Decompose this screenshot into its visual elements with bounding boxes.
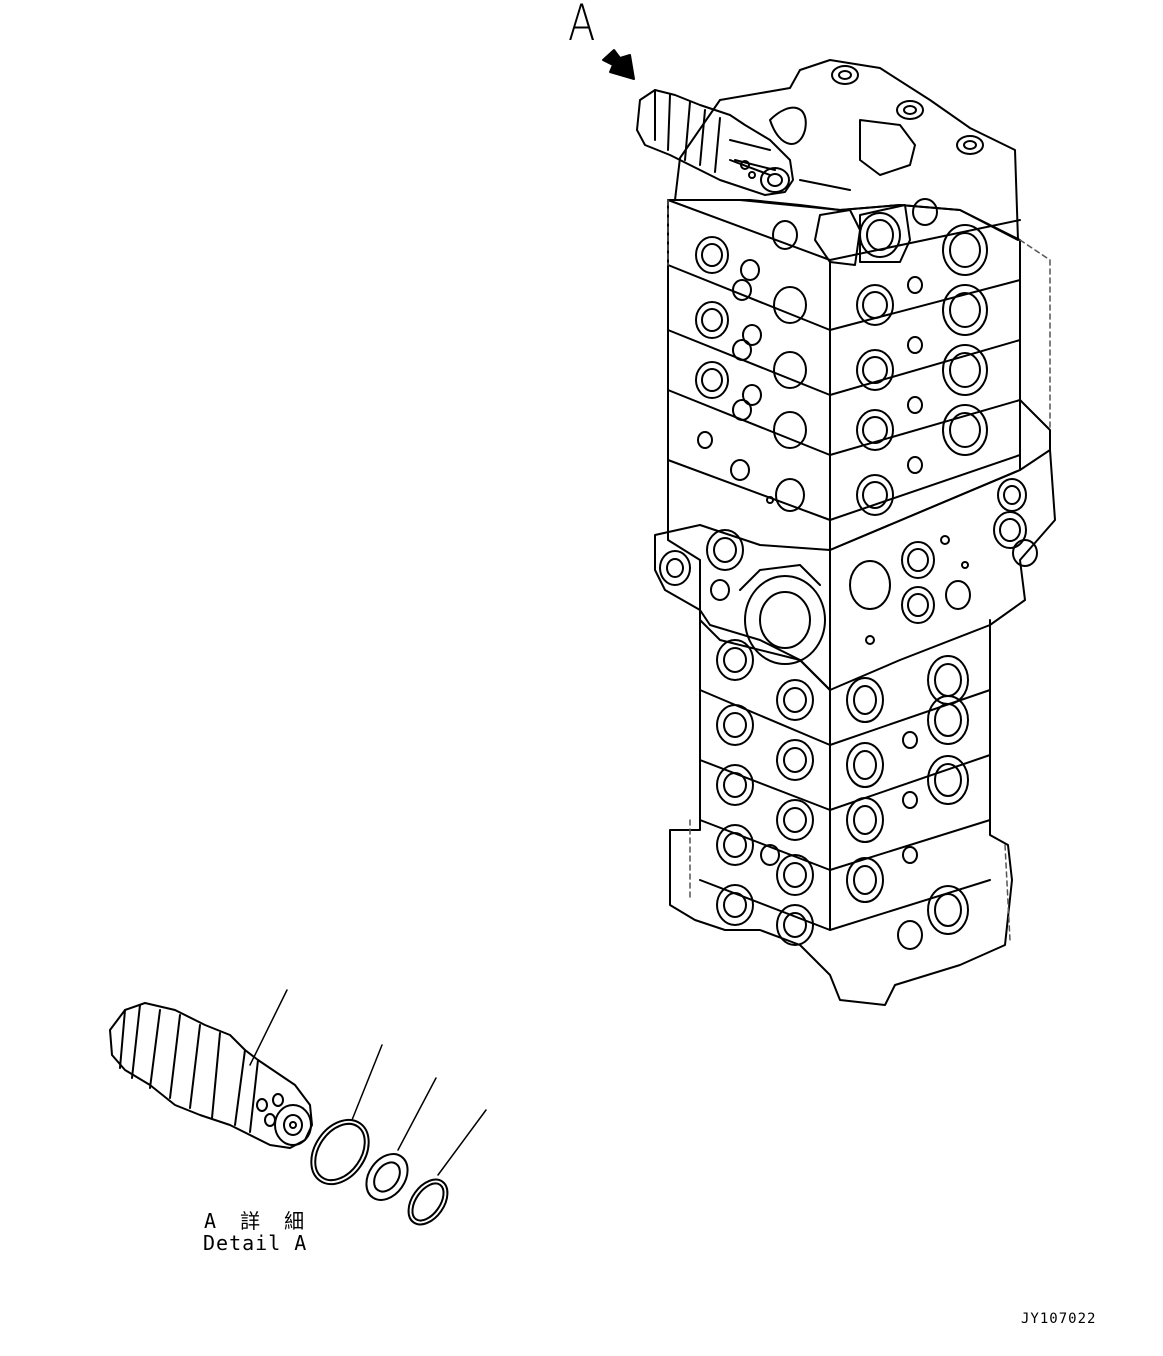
detail-a-o-ring-large [310,1044,383,1186]
detail-a-relief-valve [109,989,313,1149]
valve-upper-stack [667,199,1021,691]
drawing-code: JY107022 [1021,1311,1097,1327]
right-face-ports [856,198,988,516]
hidden-lines [667,199,1051,941]
detail-a-label-jp: A 詳 細 [204,1209,311,1233]
o-ring-large-leader-line [351,1044,383,1121]
detail-a-o-ring-small [407,1109,487,1226]
left-face-ports [695,220,807,512]
lower-right-ports [846,655,969,950]
view-a-label: A [568,0,596,52]
detail-a-backup-ring [365,1077,437,1201]
o-ring-small-leader-line [437,1109,487,1176]
detail-a-label-en: Detail A [203,1231,308,1255]
backup-ring-leader-line [397,1077,437,1151]
valve-lower-stack [669,619,1013,1006]
lower-left-ports [716,639,814,946]
valve-leader-line [249,989,288,1066]
view-a-arrow [602,49,635,80]
control-valve-assembly [654,59,1056,1006]
relief-valve-installed [636,89,794,196]
